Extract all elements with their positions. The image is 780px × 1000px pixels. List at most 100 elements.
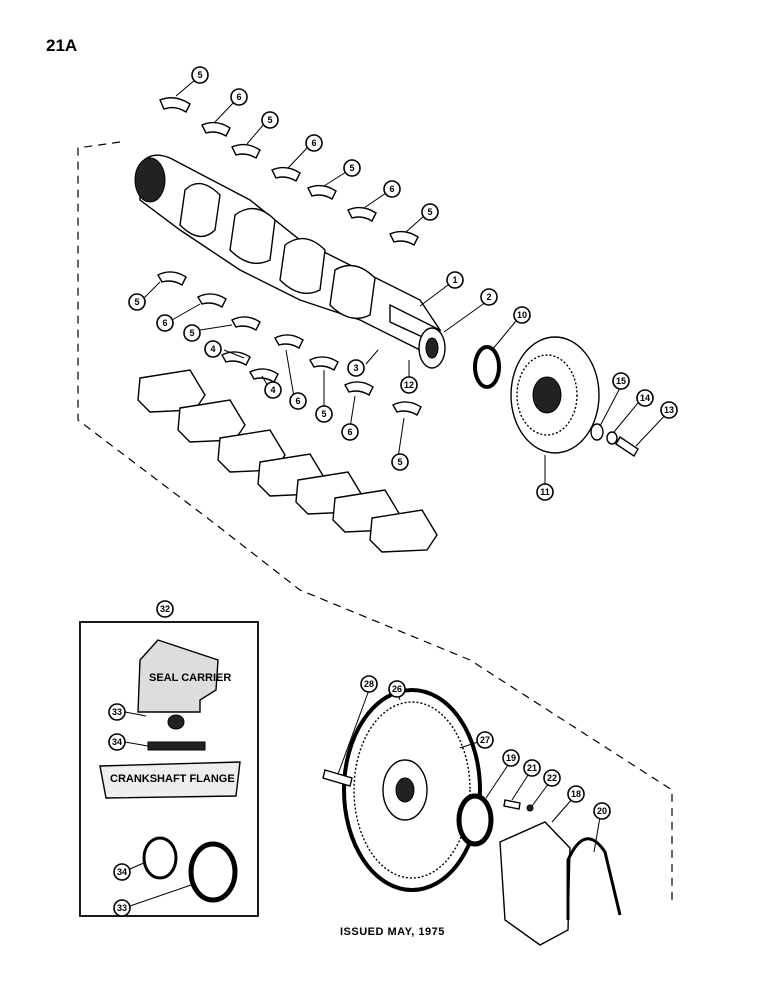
svg-text:5: 5	[349, 163, 354, 173]
callout-12: 12	[400, 376, 418, 394]
svg-text:14: 14	[640, 393, 650, 403]
flywheel-seal	[456, 793, 494, 847]
lock-washer	[606, 431, 618, 445]
issued-date: ISSUED MAY, 1975	[340, 926, 445, 938]
callout-20: 20	[593, 802, 611, 820]
callout-1: 1	[446, 271, 464, 289]
lower-bearing-shells	[157, 271, 422, 416]
svg-text:5: 5	[321, 409, 326, 419]
upper-bearing-shells	[159, 97, 419, 246]
seal-carrier-label: SEAL CARRIER	[149, 672, 231, 684]
svg-text:21: 21	[527, 763, 537, 773]
svg-text:5: 5	[397, 457, 402, 467]
crank-gear	[418, 327, 446, 369]
crankshaft	[134, 154, 441, 351]
svg-text:6: 6	[162, 318, 167, 328]
main-bearing-caps	[137, 369, 438, 553]
svg-text:34: 34	[117, 867, 127, 877]
svg-text:6: 6	[236, 92, 241, 102]
callout-4b: 4	[264, 381, 282, 399]
svg-text:3: 3	[353, 363, 358, 373]
crankshaft-flange-label: CRANKSHAFT FLANGE	[110, 773, 235, 785]
callout-13: 13	[660, 401, 678, 419]
svg-text:32: 32	[160, 604, 170, 614]
flywheel	[342, 688, 482, 892]
wear-sleeve-section	[147, 741, 206, 751]
svg-text:5: 5	[197, 70, 202, 80]
callout-11: 11	[536, 483, 554, 501]
svg-text:27: 27	[480, 735, 490, 745]
svg-text:34: 34	[112, 737, 122, 747]
svg-text:22: 22	[547, 773, 557, 783]
callout-5a: 5	[191, 66, 209, 84]
pulley-bolt	[615, 436, 639, 457]
seal-carrier-section	[137, 639, 219, 713]
svg-text:19: 19	[506, 753, 516, 763]
rear-oil-seal	[188, 841, 238, 903]
leader-lines	[124, 79, 670, 907]
crankshaft-flange-section	[99, 761, 241, 799]
callout-32: 32	[156, 600, 174, 618]
svg-text:5: 5	[267, 115, 272, 125]
callout-5e: 5	[128, 293, 146, 311]
callout-18: 18	[567, 785, 585, 803]
callout-5f: 5	[183, 324, 201, 342]
svg-text:2: 2	[486, 292, 491, 302]
svg-text:5: 5	[189, 328, 194, 338]
callout-34a: 34	[108, 733, 126, 751]
svg-text:28: 28	[364, 679, 374, 689]
svg-text:10: 10	[517, 310, 527, 320]
callout-6e: 6	[289, 392, 307, 410]
crankshaft-pulley	[510, 336, 600, 454]
page-number: 21A	[46, 36, 78, 55]
svg-text:11: 11	[540, 487, 550, 497]
callout-19: 19	[502, 749, 520, 767]
front-oil-seal	[473, 345, 501, 389]
svg-text:15: 15	[616, 376, 626, 386]
callout-34b: 34	[113, 863, 131, 881]
svg-text:5: 5	[427, 207, 432, 217]
callout-15: 15	[612, 372, 630, 390]
svg-text:6: 6	[295, 396, 300, 406]
svg-text:4: 4	[270, 385, 275, 395]
svg-text:18: 18	[571, 789, 581, 799]
callout-4a: 4	[204, 340, 222, 358]
seal-retainer-washer	[526, 804, 534, 812]
callout-6c: 6	[383, 180, 401, 198]
seal-retainer-bolt	[503, 799, 521, 810]
svg-text:1: 1	[452, 275, 457, 285]
callout-6d: 6	[156, 314, 174, 332]
svg-text:26: 26	[392, 684, 402, 694]
callout-6b: 6	[305, 134, 323, 152]
callout-5d: 5	[421, 203, 439, 221]
svg-text:6: 6	[389, 184, 394, 194]
svg-text:13: 13	[664, 405, 674, 415]
callout-22: 22	[543, 769, 561, 787]
callout-2: 2	[480, 288, 498, 306]
callout-27: 27	[476, 731, 494, 749]
callout-5h: 5	[391, 453, 409, 471]
wear-sleeve	[142, 836, 178, 880]
svg-text:4: 4	[210, 344, 215, 354]
rear-seal-retainer	[499, 821, 571, 946]
callout-5c: 5	[343, 159, 361, 177]
callout-26: 26	[388, 680, 406, 698]
svg-text:33: 33	[112, 707, 122, 717]
callout-5g: 5	[315, 405, 333, 423]
callout-14: 14	[636, 389, 654, 407]
callout-10: 10	[513, 306, 531, 324]
assembly-boundary	[77, 141, 673, 905]
pulley-washer	[590, 423, 604, 441]
callout-21: 21	[523, 759, 541, 777]
svg-text:6: 6	[347, 427, 352, 437]
svg-text:5: 5	[134, 297, 139, 307]
svg-text:6: 6	[311, 138, 316, 148]
callout-33b: 33	[113, 899, 131, 917]
callout-33a: 33	[108, 703, 126, 721]
callout-3: 3	[347, 359, 365, 377]
callout-6a: 6	[230, 88, 248, 106]
seal-lip-section	[167, 714, 185, 730]
callout-28: 28	[360, 675, 378, 693]
svg-text:12: 12	[404, 380, 414, 390]
